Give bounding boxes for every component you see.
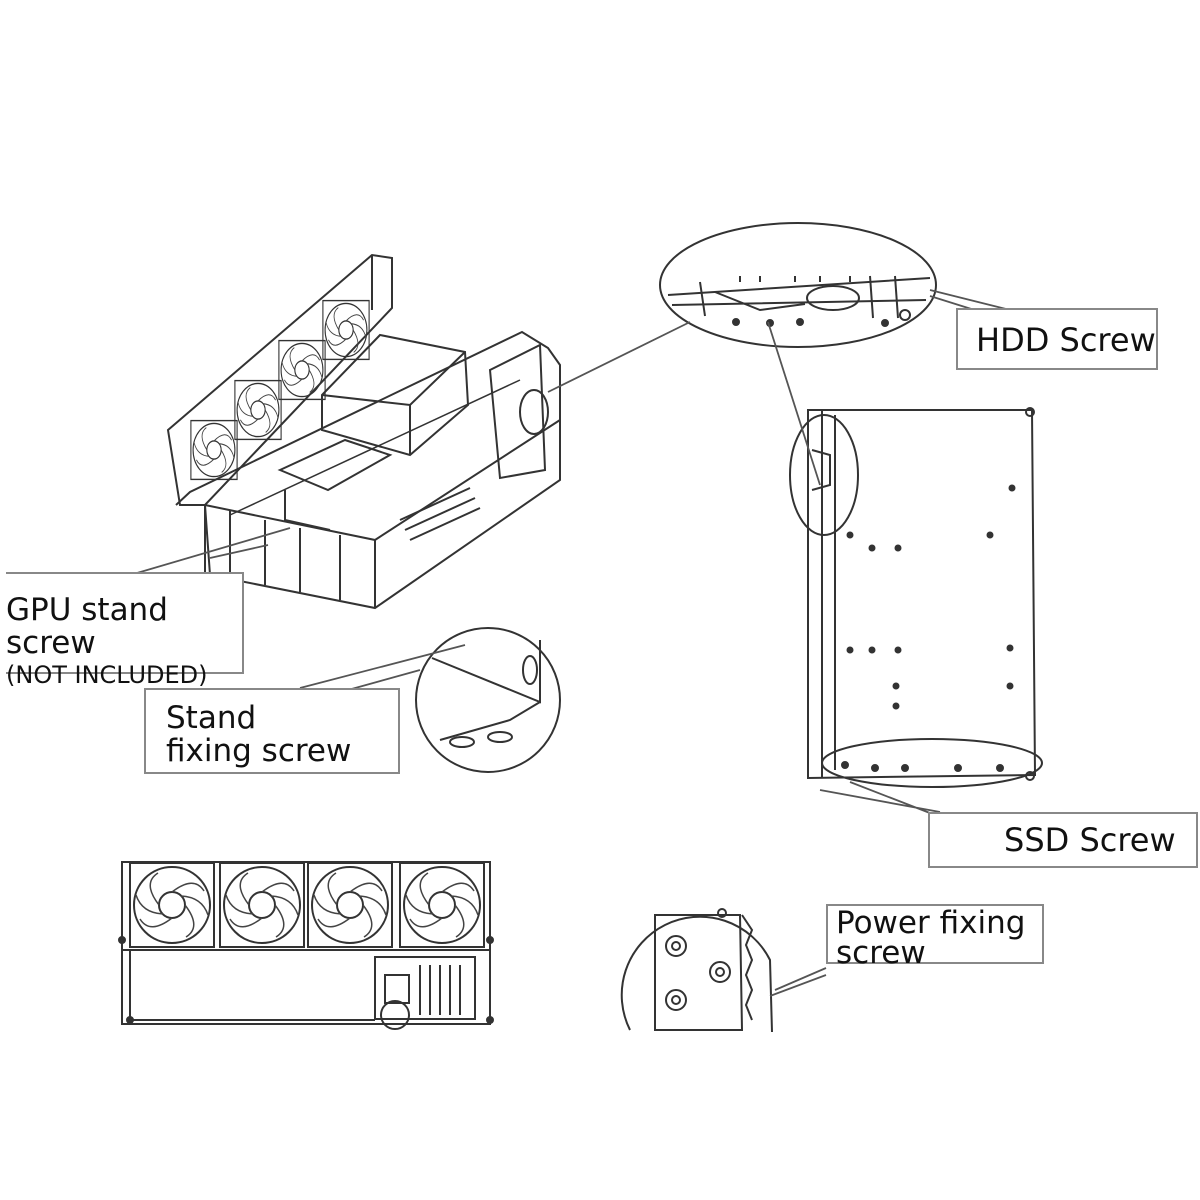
hdd-screw-label: HDD Screw: [956, 308, 1158, 370]
case-side-view: [789, 407, 1043, 788]
case-3d-view: [166, 253, 561, 610]
not-included-note: (NOT INCLUDED): [6, 661, 208, 690]
gpu-stand-screw-text: GPU stand screw: [6, 592, 168, 661]
gpu-stand-screw-label: GPU stand screw (NOT INCLUDED): [6, 572, 244, 688]
stand-fixing-text-line1: Stand: [166, 700, 257, 736]
ssd-screw-text: SSD Screw: [1004, 821, 1176, 859]
leader-lines: [119, 289, 1011, 997]
power-fixing-text-line1: Power fixing: [836, 905, 1026, 941]
case-3d-fans: [190, 299, 370, 481]
stand-detail-zoom: [415, 627, 561, 773]
power-detail-zoom: [620, 908, 773, 1033]
power-fixing-screw-label: Power fixing screw: [826, 904, 1044, 969]
stand-fixing-screw-label: Stand fixing screw: [144, 688, 400, 774]
hdd-detail-zoom: [659, 222, 937, 348]
hdd-screw-text: HDD Screw: [976, 321, 1156, 359]
stand-fixing-text-line2: fixing screw: [166, 732, 352, 769]
ssd-screw-label: SSD Screw: [928, 812, 1198, 868]
front-fans: [129, 862, 485, 948]
case-front-view: [118, 861, 494, 1030]
power-fixing-text-line2: screw: [836, 935, 926, 972]
